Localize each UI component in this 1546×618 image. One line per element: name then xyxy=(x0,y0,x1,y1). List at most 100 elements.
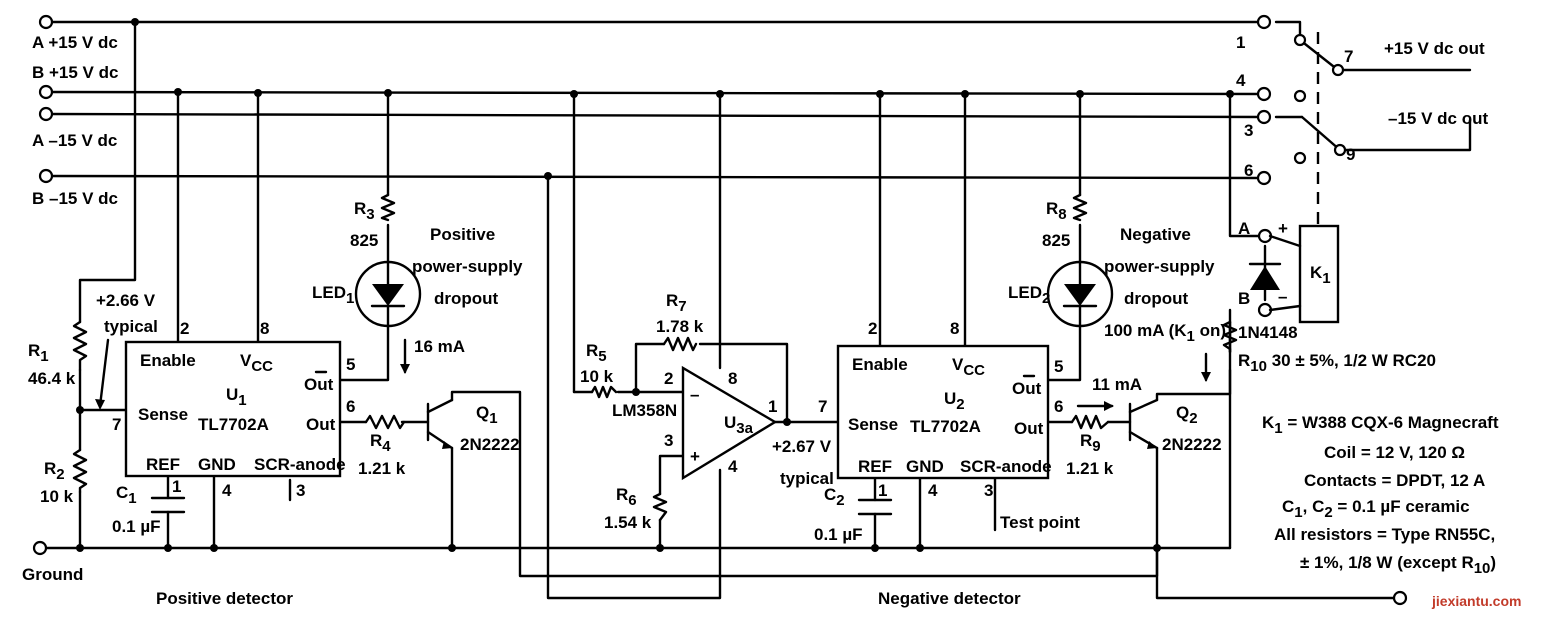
svg-text:4: 4 xyxy=(928,481,938,500)
labels: A +15 V dc B +15 V dc A –15 V dc B –15 V… xyxy=(22,33,1521,609)
svg-text:REF: REF xyxy=(146,455,180,474)
svg-text:1N4148: 1N4148 xyxy=(1238,323,1298,342)
svg-text:9: 9 xyxy=(1346,145,1355,164)
out-pos: +15 V dc out xyxy=(1384,39,1485,58)
svg-text:4: 4 xyxy=(222,481,232,500)
svg-text:Contacts = DPDT, 12 A: Contacts = DPDT, 12 A xyxy=(1304,471,1485,490)
svg-text:R3: R3 xyxy=(354,199,375,223)
svg-text:C1, C2 = 0.1 µF ceramic: C1, C2 = 0.1 µF ceramic xyxy=(1282,497,1470,521)
pos-voltage-typ: typical xyxy=(104,317,158,336)
svg-text:R8: R8 xyxy=(1046,199,1067,223)
svg-text:+: + xyxy=(690,447,700,466)
svg-text:K1: K1 xyxy=(1310,263,1331,287)
svg-text:100 mA (K1 on): 100 mA (K1 on) xyxy=(1104,321,1226,345)
svg-text:dropout: dropout xyxy=(434,289,499,308)
relay-coil xyxy=(1268,224,1340,324)
svg-text:1: 1 xyxy=(768,397,777,416)
svg-text:1: 1 xyxy=(878,481,887,500)
svg-text:R1: R1 xyxy=(28,341,49,365)
svg-text:typical: typical xyxy=(780,469,834,488)
r1-resistor xyxy=(72,320,88,372)
svg-text:R7: R7 xyxy=(666,291,687,315)
svg-text:TL7702A: TL7702A xyxy=(198,415,269,434)
svg-text:Positive: Positive xyxy=(430,225,495,244)
svg-text:2N2222: 2N2222 xyxy=(1162,435,1222,454)
wires xyxy=(44,20,1472,600)
svg-text:Coil = 12 V, 120 Ω: Coil = 12 V, 120 Ω xyxy=(1324,443,1465,462)
svg-text:B: B xyxy=(1238,289,1250,308)
out-neg: –15 V dc out xyxy=(1388,109,1488,128)
svg-text:LED1: LED1 xyxy=(312,283,354,307)
r7-resistor xyxy=(662,336,698,352)
diode-1n4148 xyxy=(1248,262,1282,290)
svg-text:All resistors = Type RN55C,: All resistors = Type RN55C, xyxy=(1274,525,1495,544)
sense-arrow xyxy=(98,338,110,408)
svg-text:3: 3 xyxy=(984,481,993,500)
svg-text:7: 7 xyxy=(1344,47,1353,66)
u1-ic xyxy=(124,340,342,478)
r9-resistor xyxy=(1070,414,1110,430)
svg-text:7: 7 xyxy=(818,397,827,416)
watermark: jiexiantu.com xyxy=(1431,593,1521,609)
svg-text:U3a: U3a xyxy=(724,413,754,437)
svg-text:825: 825 xyxy=(350,231,378,250)
svg-text:2: 2 xyxy=(868,319,877,338)
svg-text:Out: Out xyxy=(1014,419,1044,438)
svg-text:R2: R2 xyxy=(44,459,65,483)
svg-text:46.4 k: 46.4 k xyxy=(28,369,76,388)
svg-text:5: 5 xyxy=(1054,357,1063,376)
led1 xyxy=(354,260,422,328)
positive-detector-title: Positive detector xyxy=(156,589,293,608)
svg-text:A: A xyxy=(1238,219,1250,238)
svg-text:6: 6 xyxy=(1054,397,1063,416)
resistors xyxy=(72,193,1238,522)
input-b-neg: B –15 V dc xyxy=(32,189,118,208)
svg-text:REF: REF xyxy=(858,457,892,476)
svg-text:dropout: dropout xyxy=(1124,289,1189,308)
terminals xyxy=(32,14,1408,606)
svg-text:± 1%, 1/8 W (except R10): ± 1%, 1/8 W (except R10) xyxy=(1300,553,1496,577)
svg-text:5: 5 xyxy=(346,355,355,374)
svg-text:LED2: LED2 xyxy=(1008,283,1050,307)
svg-text:–: – xyxy=(1278,287,1287,306)
svg-text:+2.67 V: +2.67 V xyxy=(772,437,832,456)
svg-text:Out: Out xyxy=(1012,379,1042,398)
q2-transistor xyxy=(1128,398,1159,450)
input-a-neg: A –15 V dc xyxy=(32,131,117,150)
svg-text:3: 3 xyxy=(1244,121,1253,140)
svg-text:C1: C1 xyxy=(116,483,137,507)
svg-text:R5: R5 xyxy=(586,341,607,365)
svg-text:Out: Out xyxy=(306,415,336,434)
svg-text:Negative: Negative xyxy=(1120,225,1191,244)
svg-text:2N2222: 2N2222 xyxy=(460,435,520,454)
ground-label: Ground xyxy=(22,565,83,584)
svg-text:8: 8 xyxy=(950,319,959,338)
svg-text:power-supply: power-supply xyxy=(412,257,523,276)
svg-text:8: 8 xyxy=(728,369,737,388)
u3a-opamp xyxy=(681,365,778,481)
svg-text:10 k: 10 k xyxy=(580,367,614,386)
svg-text:8: 8 xyxy=(260,319,269,338)
r2-resistor xyxy=(72,448,88,494)
svg-text:Q2: Q2 xyxy=(1176,403,1198,427)
svg-text:R9: R9 xyxy=(1080,431,1101,455)
svg-text:GND: GND xyxy=(906,457,944,476)
r5-resistor xyxy=(590,385,618,399)
svg-text:4: 4 xyxy=(1236,71,1246,90)
c2-capacitor xyxy=(857,498,893,516)
svg-text:K1 = W388 CQX-6 Magnecraft: K1 = W388 CQX-6 Magnecraft xyxy=(1262,413,1499,437)
svg-text:2: 2 xyxy=(180,319,189,338)
r4-resistor xyxy=(364,414,406,430)
u2-ic xyxy=(836,344,1050,480)
svg-text:U2: U2 xyxy=(944,389,965,413)
svg-text:Sense: Sense xyxy=(138,405,188,424)
svg-text:Enable: Enable xyxy=(852,355,908,374)
svg-text:0.1 µF: 0.1 µF xyxy=(814,525,863,544)
svg-text:U1: U1 xyxy=(226,385,247,409)
svg-text:1.21 k: 1.21 k xyxy=(358,459,406,478)
led2 xyxy=(1046,260,1114,328)
svg-text:power-supply: power-supply xyxy=(1104,257,1215,276)
input-b-pos: B +15 V dc xyxy=(32,63,118,82)
negative-detector-title: Negative detector xyxy=(878,589,1021,608)
